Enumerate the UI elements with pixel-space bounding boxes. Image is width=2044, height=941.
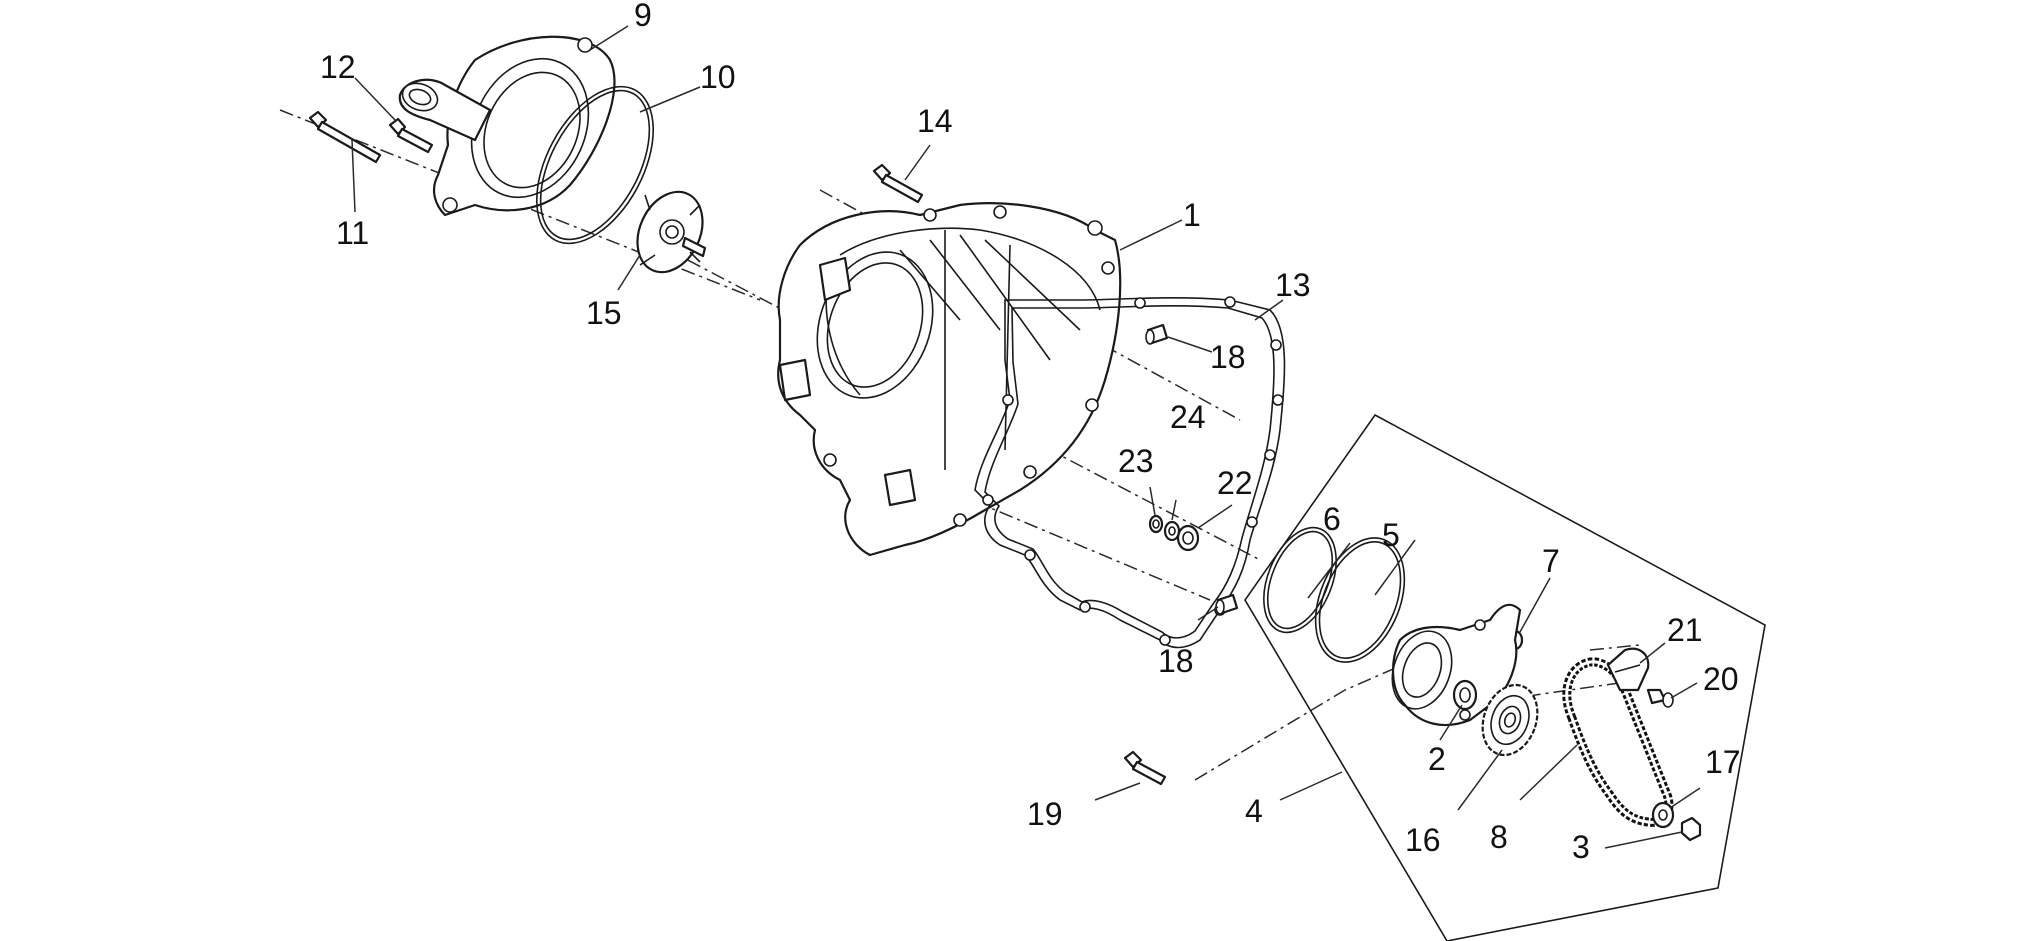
callout-6: 6 <box>1323 501 1341 537</box>
callout-17: 17 <box>1705 744 1741 780</box>
callout-2: 2 <box>1428 741 1446 777</box>
callout-12: 12 <box>320 49 356 85</box>
callout-23: 23 <box>1118 443 1154 479</box>
callout-15: 15 <box>586 295 622 331</box>
long-bolt <box>308 110 382 164</box>
thrust-washer <box>1163 520 1181 542</box>
callout-16: 16 <box>1405 822 1441 858</box>
shaft-seal <box>1176 524 1200 552</box>
callout-18-upper: 18 <box>1210 339 1246 375</box>
cover-o-ring <box>535 85 655 245</box>
callout-14: 14 <box>917 103 953 139</box>
o-ring-large <box>1314 537 1406 663</box>
tensioner-bolt <box>1646 688 1674 708</box>
chain-tensioner <box>1606 647 1650 692</box>
pump-drive-sprocket <box>1481 683 1539 757</box>
dowel-pin-lower <box>1215 593 1239 615</box>
callout-3: 3 <box>1572 829 1590 865</box>
o-ring-small <box>1263 526 1337 634</box>
callout-18-lower: 18 <box>1158 643 1194 679</box>
callout-labels: 1 2 3 4 5 6 7 8 9 10 11 12 13 14 15 16 1… <box>320 0 1741 865</box>
callout-21: 21 <box>1667 612 1703 648</box>
circlip <box>1148 514 1164 534</box>
callout-13: 13 <box>1275 267 1311 303</box>
callout-20: 20 <box>1703 661 1739 697</box>
leader-lines <box>351 25 1701 849</box>
oil-pump-assembly-frame <box>1244 413 1766 941</box>
pump-mounting-bolt <box>1123 750 1167 786</box>
dowel-pin-upper <box>1145 323 1169 345</box>
cover-bolt <box>872 163 924 204</box>
callout-9: 9 <box>634 0 652 33</box>
water-pump-cover <box>398 35 616 217</box>
cover-o-ring-inner <box>539 89 651 241</box>
callout-4: 4 <box>1245 793 1263 829</box>
short-bolt <box>388 117 434 154</box>
callout-19: 19 <box>1027 796 1063 832</box>
sprocket-nut <box>1680 816 1702 842</box>
sprocket-washer <box>1651 801 1675 829</box>
callout-10: 10 <box>700 59 736 95</box>
callout-8: 8 <box>1490 819 1508 855</box>
callout-5: 5 <box>1382 517 1400 553</box>
callout-24: 24 <box>1170 399 1206 435</box>
oil-pump-body <box>1391 603 1522 727</box>
callout-11: 11 <box>336 215 369 251</box>
callout-22: 22 <box>1217 465 1253 501</box>
pump-washer <box>1452 679 1478 711</box>
callout-1: 1 <box>1183 197 1201 233</box>
clutch-cover <box>777 202 1122 557</box>
water-pump-impeller <box>636 190 707 274</box>
callout-7: 7 <box>1542 543 1560 579</box>
